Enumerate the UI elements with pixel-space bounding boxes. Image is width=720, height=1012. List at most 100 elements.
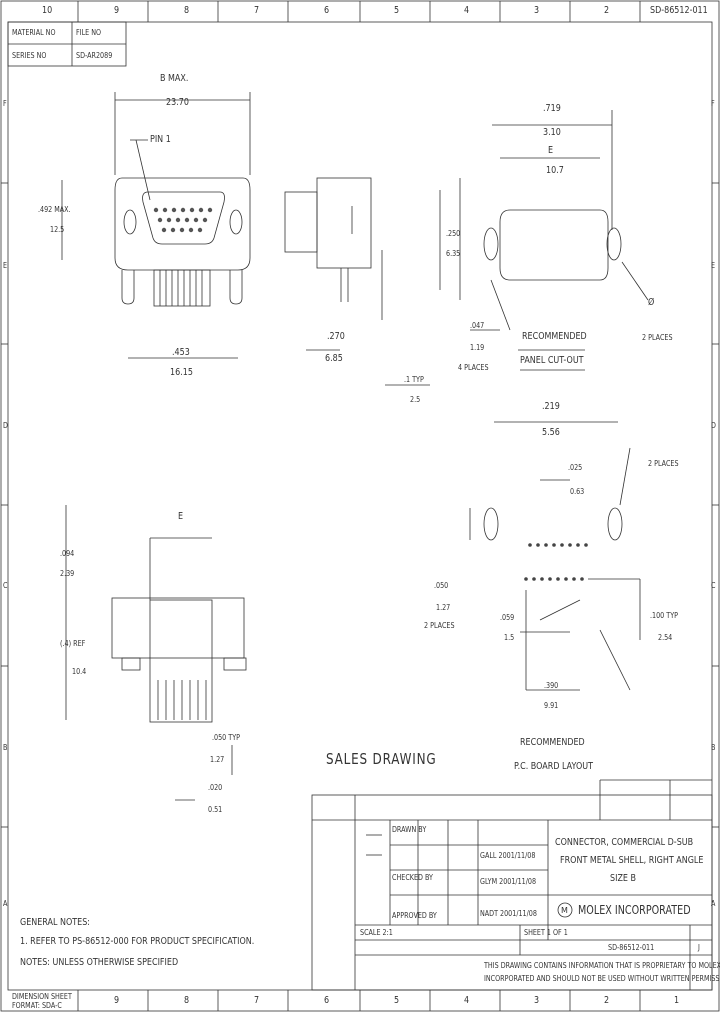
panel-dim-d: 10.7 [546,165,564,176]
pcb-dim-i: .390 [544,681,559,690]
pcb-dim-g: .059 [500,613,515,622]
pcb-title-b: P.C. BOARD LAYOUT [514,761,594,772]
panel-dim-a: .719 [543,103,561,114]
company-name: MOLEX INCORPORATED [578,903,691,917]
panel-title-a: RECOMMENDED [522,331,587,342]
zone-label-side: E [3,261,8,270]
pcb-dim-f: 1.27 [436,603,451,612]
zone-label-side: B [3,743,8,752]
zone-label-side: F [711,99,715,108]
material-value: FILE NO [76,28,102,37]
zone-label-side: D [3,421,8,430]
pcb-dim-e: .050 [434,581,449,590]
molex-logo: M [557,902,573,918]
side-ref-a: (.4) REF [60,639,86,648]
checked-label: CHECKED BY [392,873,433,882]
panel-dim-left-label: .250 [446,229,461,238]
dim-height-label: .492 MAX. [38,205,71,214]
panel-hole-places: 2 PLACES [642,333,673,342]
panel-bottom-b: 2.5 [410,395,421,404]
zone-label-side: F [3,99,7,108]
notes-line-1: GENERAL NOTES: [20,917,90,928]
pin-label: PIN 1 [150,134,171,145]
notes-line-3: NOTES: UNLESS OTHERWISE SPECIFIED [20,957,179,968]
notice-2: INCORPORATED AND SHOULD NOT BE USED WITH… [484,974,720,983]
zone-label-bottom: 1 [674,995,680,1006]
doc-number-top: SD-86512-011 [650,5,708,16]
pcb-hole-note: 2 PLACES [648,459,679,468]
row-2: GLYM 2001/11/08 [480,877,537,886]
scale: SCALE 2:1 [360,928,393,937]
zone-label-bottom: 4 [464,995,470,1006]
part-label: SERIES NO [12,51,47,60]
row-1: GALL 2001/11/08 [480,851,536,860]
zone-label-bottom: 9 [114,995,120,1006]
part-value: SD-AR2089 [76,51,113,60]
zone-label-bottom: 7 [254,995,260,1006]
dim-height-value: 12.5 [50,225,65,234]
pcb-dim-h: 1.5 [504,633,515,642]
zone-label-bottom: 6 [324,995,330,1006]
doc-ref: SD-86512-011 [608,943,655,952]
side-dim-typ-a: .050 TYP [212,733,240,742]
pcb-dim-typ-b: 2.54 [658,633,673,642]
panel-cutout-view [439,110,649,371]
dim-top-value: 23.70 [166,97,189,108]
zone-label-top: 5 [394,5,400,16]
connector-side-profile [65,505,247,801]
pcb-dim-a: .219 [542,401,560,412]
connector-title-2: FRONT METAL SHELL, RIGHT ANGLE [560,855,704,866]
pcb-places-e: 2 PLACES [424,621,455,630]
zone-label-top: 6 [324,5,330,16]
connector-title-3: SIZE B [610,873,637,884]
notice-1: THIS DRAWING CONTAINS INFORMATION THAT I… [484,961,720,970]
row-3: NADT 2001/11/08 [480,909,537,918]
zone-label-side: D [711,421,716,430]
dim-top-label: B MAX. [160,73,189,84]
pcb-layout-view [469,421,641,691]
dim-bottom-value: 16.15 [170,367,193,378]
pcb-dim-d: 0.63 [570,487,585,496]
approved-label: APPROVED BY [392,911,437,920]
zone-label-side: B [711,743,716,752]
material-label: MATERIAL NO [12,28,56,37]
panel-small-a: .047 [470,321,485,330]
zone-label-bottom: 5 [394,995,400,1006]
connector-title-1: CONNECTOR, COMMERCIAL D-SUB [555,837,694,848]
svg-text:M: M [561,906,568,915]
side-dim-typ-b: 1.27 [210,755,225,764]
revision: J [698,943,700,952]
side-dim-d: 0.51 [208,805,223,814]
zone-label-top: 9 [114,5,120,16]
zone-label-top: 10 [42,5,53,16]
zone-label-top: 3 [534,5,540,16]
zone-label-top: 7 [254,5,260,16]
pcb-dim-c: .025 [568,463,583,472]
panel-bottom-a: .1 TYP [404,375,424,384]
panel-hole-label: Ø [648,297,655,308]
zone-label-top: 2 [604,5,610,16]
zone-label-bottom: 8 [184,995,190,1006]
pcb-dim-j: 9.91 [544,701,559,710]
side-dim-b: 2.39 [60,569,75,578]
connector-front-view [61,92,251,359]
sales-drawing-title: SALES DRAWING [326,750,437,768]
side-dim-top: E [178,511,184,522]
panel-dim-b: 3.10 [543,127,561,138]
side-dim-c: .020 [208,783,223,792]
zone-label-bottom: 2 [604,995,610,1006]
zone-label-top: 8 [184,5,190,16]
sheet: SHEET 1 OF 1 [524,928,568,937]
panel-dim-left-value: 6.35 [446,249,461,258]
footer-left-b: FORMAT: SDA-C [12,1001,62,1010]
zone-label-bottom: 3 [534,995,540,1006]
footer-left-a: DIMENSION SHEET [12,992,72,1001]
panel-title-b: PANEL CUT-OUT [520,355,584,366]
pcb-dim-b: 5.56 [542,427,560,438]
title-block [311,779,713,991]
dim-side-label: .270 [327,331,345,342]
zone-label-side: E [711,261,716,270]
panel-small-places: 4 PLACES [458,363,489,372]
zone-label-side: C [3,581,8,590]
